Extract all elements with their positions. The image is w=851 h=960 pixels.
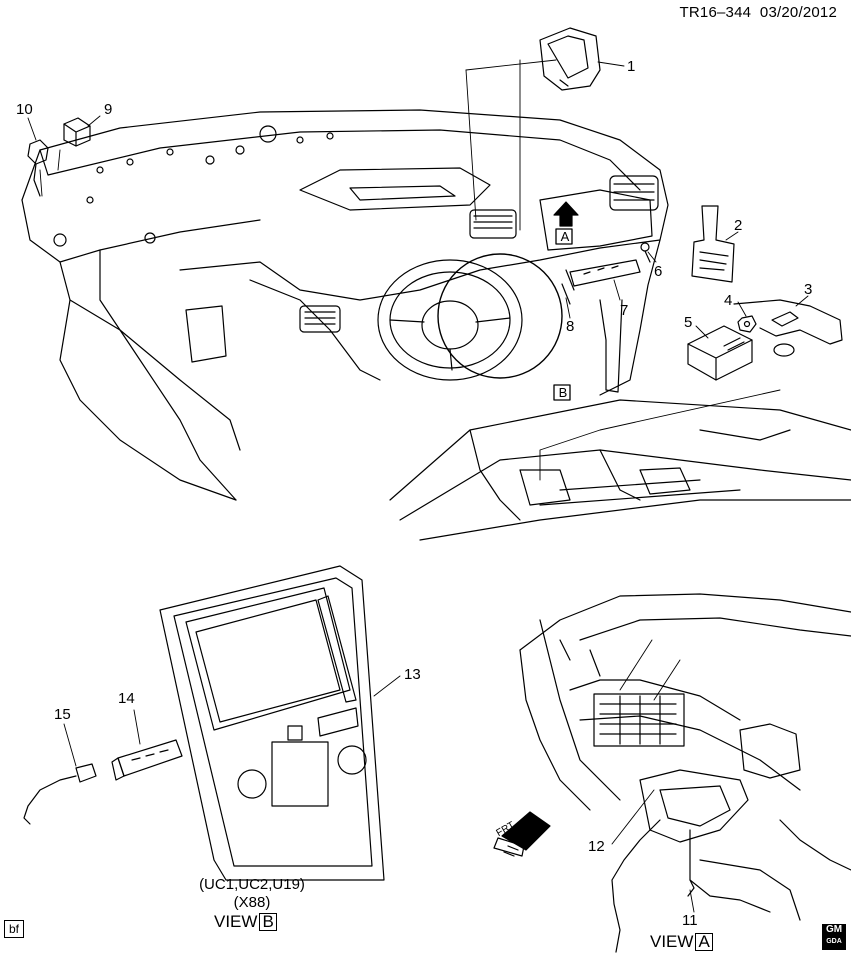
- callout-4: 4: [724, 292, 733, 309]
- label-part: [691, 205, 735, 283]
- wiring-harness-part: [733, 299, 843, 357]
- fastener-part: [561, 283, 571, 305]
- callout-5: 5: [684, 314, 693, 331]
- view-b-marker: B: [558, 385, 568, 400]
- leader-lines-top: [27, 59, 809, 481]
- connector-part: [63, 117, 91, 147]
- view-b-label: VIEW: [214, 912, 258, 931]
- pigtail-part: [23, 763, 97, 825]
- leader-lines-view-a: [611, 639, 695, 913]
- sensing-diagnostic-module-part: [687, 325, 753, 381]
- gm-logo-line1: GM: [825, 924, 843, 935]
- view-a-label: VIEW: [650, 932, 694, 951]
- bracket-part: [565, 259, 641, 291]
- view-a-letter: A: [695, 933, 713, 951]
- callout-14: 14: [118, 690, 135, 707]
- footer-tag: bf: [4, 920, 25, 938]
- callout-2: 2: [734, 217, 743, 234]
- callout-12: 12: [588, 838, 605, 855]
- leader-lines-view-b: [63, 675, 401, 767]
- callout-15: 15: [54, 706, 71, 723]
- nut-part: [737, 315, 757, 333]
- drawing-header: TR16–344 03/20/2012: [680, 4, 837, 21]
- gm-logo-line2: GDA: [826, 938, 842, 945]
- callout-1: 1: [627, 58, 636, 75]
- view-a-marker: A: [560, 229, 570, 244]
- sensor-part: [27, 139, 49, 197]
- callout-3: 3: [804, 281, 813, 298]
- view-b-options: (UC1,UC2,U19): [199, 876, 305, 893]
- callout-13: 13: [404, 666, 421, 683]
- instrument-panel-drawing: [21, 109, 851, 541]
- callout-6: 6: [654, 263, 663, 280]
- view-b-letter: B: [259, 913, 277, 931]
- callout-11: 11: [682, 912, 698, 929]
- drawing-date: 03/20/2012: [759, 4, 837, 21]
- screw-part: [640, 242, 651, 263]
- view-b-option2: (X88): [233, 894, 271, 911]
- view-b-bezel-drawing: [159, 565, 385, 881]
- drawing-id: TR16–344: [679, 4, 752, 21]
- callout-9: 9: [104, 101, 113, 118]
- switch-part: [111, 739, 183, 781]
- gm-logo: GM GDA: [822, 924, 846, 950]
- airbag-module-part: [539, 27, 601, 91]
- callout-8: 8: [566, 318, 575, 335]
- callout-10: 10: [16, 101, 33, 118]
- view-a-lower-dash-drawing: [493, 593, 851, 953]
- callout-7: 7: [620, 302, 629, 319]
